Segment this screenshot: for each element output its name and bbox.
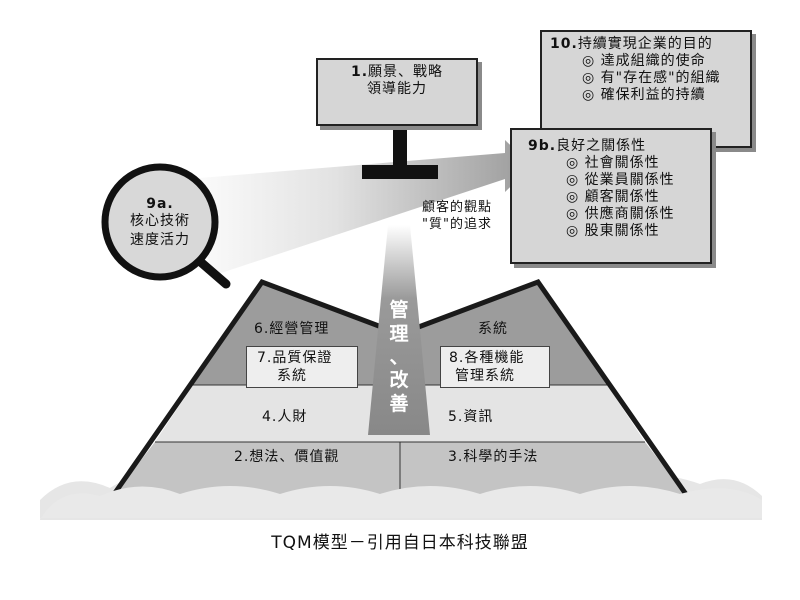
pillar-shape — [368, 225, 430, 435]
box10-item: ◎ 達成組織的使命 — [582, 53, 706, 69]
circle-9a-line2: 速度活力 — [130, 232, 190, 248]
cloud-front — [40, 486, 762, 520]
stand-post — [393, 122, 407, 178]
box9b-item: ◎ 顧客關係性 — [566, 189, 660, 205]
box9b-item: ◎ 股東關係性 — [566, 223, 660, 239]
management-label: 6.經營管理 — [254, 321, 330, 337]
vision-strategy-box: 1.願景、戰略 領導能力 — [316, 58, 478, 126]
box9b-title: 良好之關係性 — [556, 138, 647, 154]
quality-pursuit-label: "質"的追求 — [422, 217, 492, 232]
magnifier-ring — [101, 163, 219, 281]
func-line2: 管理系統 — [455, 368, 515, 384]
relationships-box: 9b.良好之關係性 ◎ 社會關係性 ◎ 從業員關係性 ◎ 顧客關係性 ◎ 供應商… — [510, 128, 712, 264]
human-resources-label: 4.人財 — [262, 409, 308, 425]
box9b-item: ◎ 從業員關係性 — [566, 172, 675, 188]
qa-line1: 7.品質保證 — [257, 350, 333, 366]
stand-base — [362, 165, 438, 179]
pillar-char: 改 — [389, 369, 409, 391]
pillar-char: 善 — [389, 393, 409, 415]
beam-arrow — [175, 140, 532, 275]
pillar-char: 理 — [389, 323, 409, 345]
circle-9a-number: 9a. — [146, 196, 174, 212]
box9b-number: 9b. — [528, 138, 557, 154]
box10-item: ◎ 有"存在感"的組織 — [582, 70, 721, 86]
circle-9a-line1: 核心技術 — [130, 213, 190, 229]
box9b-item: ◎ 供應商關係性 — [566, 206, 675, 222]
box1-line1: 願景、戰略 — [368, 64, 444, 80]
box10-item: ◎ 確保利益的持續 — [582, 87, 706, 103]
func-line1: 8.各種機能 — [449, 350, 525, 366]
quality-assurance-box: 7.品質保證 系統 — [246, 346, 358, 388]
pillar-char: 管 — [389, 299, 409, 321]
information-label: 5.資訊 — [448, 409, 494, 425]
box9b-item: ◎ 社會關係性 — [566, 155, 660, 171]
box10-number: 10. — [550, 36, 578, 52]
qa-line2: 系統 — [277, 368, 307, 384]
box10-title: 持續實現企業的目的 — [577, 36, 713, 52]
box1-line2: 領導能力 — [367, 81, 427, 97]
functional-mgmt-box: 8.各種機能 管理系統 — [440, 346, 550, 388]
pillar-char: 、 — [389, 346, 409, 368]
customer-view-label: 顧客的觀點 — [422, 200, 493, 215]
box1-number: 1. — [350, 64, 369, 80]
values-label: 2.想法、價值觀 — [234, 449, 340, 465]
system-label: 系統 — [478, 321, 508, 337]
scientific-method-label: 3.科學的手法 — [448, 449, 539, 465]
diagram-caption: TQM模型－引用自日本科技聯盟 — [271, 533, 529, 553]
